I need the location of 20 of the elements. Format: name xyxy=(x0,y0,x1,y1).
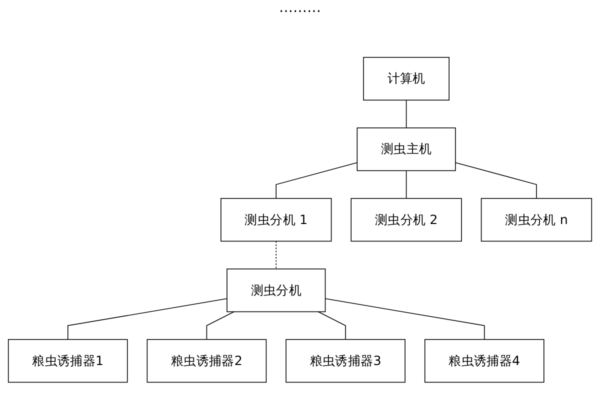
node-box: 粮虫诱捕器4 xyxy=(424,339,544,383)
node-box: 粮虫诱捕器2 xyxy=(146,339,267,383)
node-box: 测虫分机 n xyxy=(480,198,592,242)
node-box: 测虫分机 2 xyxy=(350,198,462,242)
connector xyxy=(276,162,358,199)
ellipsis-text: ……… xyxy=(279,0,321,16)
connector xyxy=(206,312,234,340)
node-box: 粮虫诱捕器1 xyxy=(8,339,128,383)
node-box: 测虫分机 xyxy=(226,268,326,312)
connector xyxy=(406,170,407,199)
node-box: 计算机 xyxy=(363,57,450,101)
node-box: 粮虫诱捕器3 xyxy=(286,339,406,383)
connector xyxy=(318,312,346,340)
connector xyxy=(324,298,485,340)
node-box: 测虫主机 xyxy=(356,128,456,172)
connector xyxy=(455,162,537,199)
connector xyxy=(406,100,407,128)
connector xyxy=(67,298,228,340)
node-box: 测虫分机 1 xyxy=(220,198,332,242)
connector xyxy=(276,241,277,270)
